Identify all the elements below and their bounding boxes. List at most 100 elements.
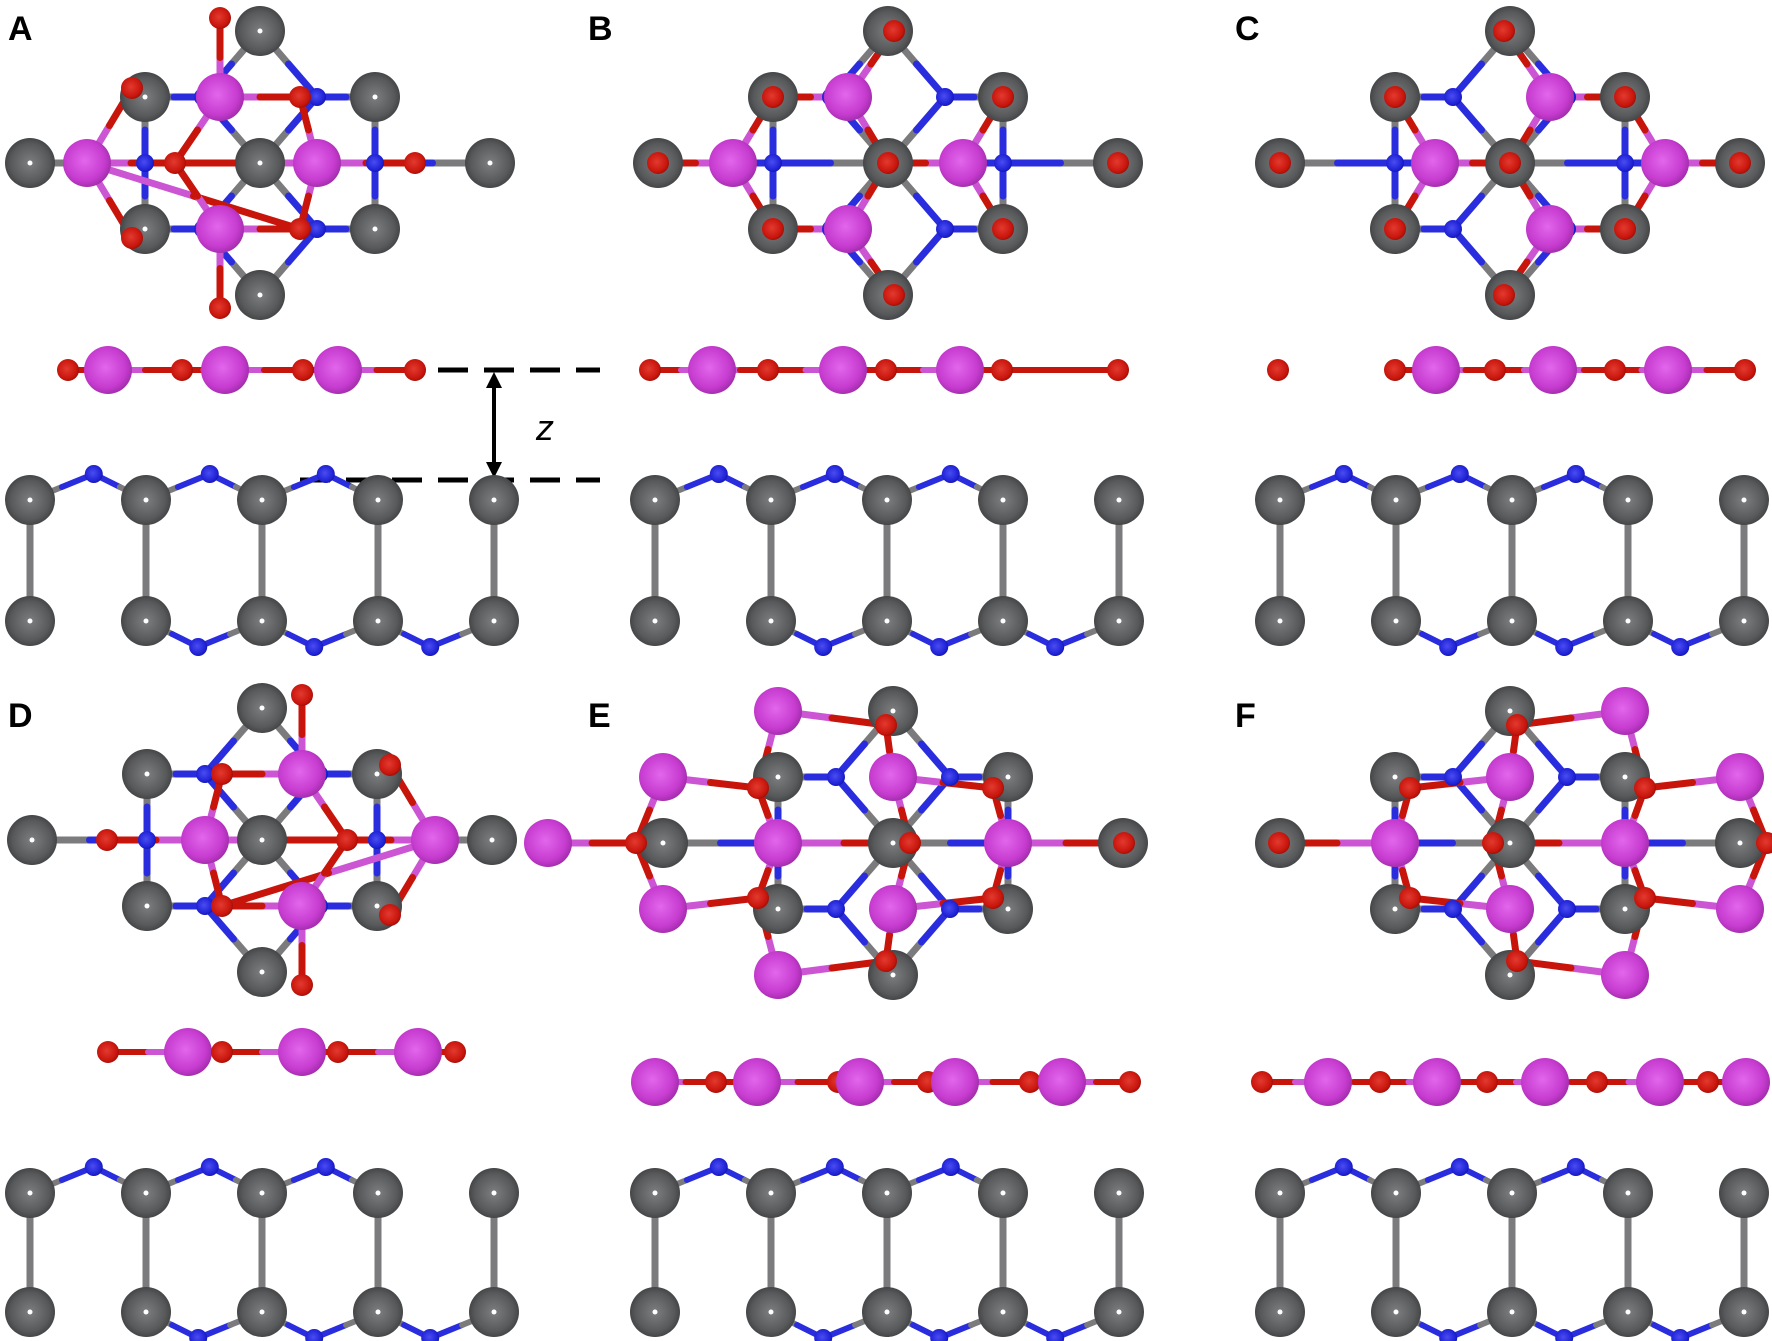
red-atom [1499,152,1521,174]
atom-highlight [1116,1190,1122,1196]
red-atom [444,1041,466,1063]
magenta-atom [639,753,687,801]
atom-highlight [259,969,265,975]
atom-highlight [768,1309,774,1315]
magenta-atom [278,882,326,930]
blue-atom [827,768,845,786]
magenta-atom [314,346,362,394]
magenta-atom [639,885,687,933]
magenta-atom [688,346,736,394]
red-atom [1113,832,1135,854]
atom-highlight [142,226,148,232]
magenta-atom [869,753,917,801]
red-atom [1384,218,1406,240]
blue-atom [305,1329,324,1341]
magenta-atom [1722,1058,1770,1106]
red-atom [292,359,314,381]
atom-highlight [1392,774,1398,780]
atom-highlight [884,1190,890,1196]
magenta-atom [984,819,1032,867]
atom-highlight [884,618,890,624]
atom-highlight [1005,906,1011,912]
atom-highlight [1005,774,1011,780]
blue-atom [827,900,845,918]
red-atom [121,77,143,99]
magenta-atom [754,687,802,735]
blue-atom [764,154,782,172]
atom-highlight [1741,497,1747,503]
atom-highlight [257,292,263,298]
blue-atom [941,768,959,786]
blue-atom [189,638,208,656]
atom-highlight [890,972,896,978]
magenta-atom [196,73,244,121]
atom-highlight [1622,774,1628,780]
blue-atom [136,154,154,172]
magenta-atom [754,951,802,999]
separation-label: z [535,407,554,448]
blue-atom [1616,154,1634,172]
blue-atom [825,465,844,483]
red-atom [1756,832,1772,854]
red-atom [379,904,401,926]
red-atom [625,832,647,854]
red-atom [1482,832,1504,854]
blue-atom [930,638,949,656]
atom-highlight [1507,840,1513,846]
red-atom [379,754,401,776]
blue-atom [930,1329,949,1341]
atom-highlight [1393,1309,1399,1315]
red-atom [336,829,358,851]
red-atom [982,777,1004,799]
red-atom [1019,1071,1041,1093]
magenta-atom [1716,753,1764,801]
red-atom [211,895,233,917]
atom-highlight [491,497,497,503]
blue-atom [200,465,219,483]
magenta-atom [524,819,572,867]
blue-atom [814,1329,833,1341]
blue-atom [814,638,833,656]
atom-highlight [652,1309,658,1315]
blue-atom [1334,465,1353,483]
atom-highlight [660,840,666,846]
blue-atom [825,1158,844,1176]
atom-highlight [491,1190,497,1196]
atom-highlight [1277,497,1283,503]
red-atom [762,218,784,240]
red-atom [96,829,118,851]
red-atom [982,887,1004,909]
atom-highlight [1393,1190,1399,1196]
arrow-head-down [486,462,502,478]
red-atom [1267,359,1289,381]
atom-highlight [1116,618,1122,624]
panel-label-b: B [588,10,613,48]
magenta-atom [1412,346,1460,394]
blue-atom [368,831,386,849]
blue-atom [421,1329,440,1341]
blue-atom [421,638,440,656]
atom-highlight [1509,1309,1515,1315]
red-atom [747,777,769,799]
atom-highlight [374,903,380,909]
red-atom [1493,20,1515,42]
magenta-atom [1526,73,1574,121]
red-atom [1729,152,1751,174]
atom-highlight [1277,1309,1283,1315]
magenta-atom [84,346,132,394]
atom-highlight [372,94,378,100]
magenta-atom [181,816,229,864]
red-atom [1107,359,1129,381]
atom-highlight [1000,497,1006,503]
magenta-atom [939,139,987,187]
red-atom [1268,832,1290,854]
blue-atom [1046,638,1065,656]
atom-highlight [259,1190,265,1196]
panel-label-e: E [588,697,611,735]
atom-highlight [1277,1190,1283,1196]
atom-highlight [491,1309,497,1315]
atom-highlight [884,497,890,503]
magenta-atom [394,1028,442,1076]
blue-atom [189,1329,208,1341]
